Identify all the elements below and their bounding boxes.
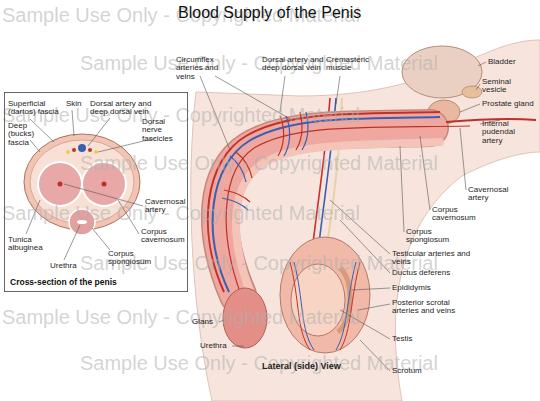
part-label: Cavernosal artery [145, 198, 185, 215]
part-label: Dorsal artery and deep dorsal vein [262, 56, 324, 73]
part-label: Cremasteric muscle [326, 56, 372, 73]
part-label: Bladder [488, 58, 516, 66]
part-label: Posterior scrotal arteries and veins [392, 299, 466, 316]
part-label: Corpus cavernosum [432, 206, 486, 223]
part-label: Corpus cavernosum [141, 228, 185, 245]
watermark: Sample Use Only - Copyrighted Material [80, 152, 438, 175]
part-label: Epididymis [392, 284, 431, 292]
part-label: Scrotum [392, 367, 422, 375]
part-label: Glans [192, 318, 213, 326]
part-label: Circumflex arteries and veins [176, 56, 238, 81]
part-label: Ductus deferens [392, 269, 450, 277]
part-label: Deep (bucks) fascia [8, 122, 46, 147]
part-label: Corpus spongiosum [406, 228, 460, 245]
part-label: Corpus spongiosum [108, 250, 152, 267]
part-label: Testis [392, 335, 412, 343]
part-label: Tunica albuginea [8, 236, 46, 253]
part-label: Internal pudendal artery [482, 120, 536, 145]
part-label: Dorsal nerve fascicles [142, 118, 184, 143]
part-label: Superficial (dartos) fascia [8, 100, 64, 117]
part-label: Urethra [200, 342, 227, 350]
watermark: Sample Use Only - Copyrighted Material [80, 352, 438, 375]
cavernosal-artery-dot [58, 182, 63, 187]
view-title: Lateral (side) View [262, 362, 341, 371]
cavernosal-artery-dot [102, 182, 107, 187]
corpus-cavernosum-left [38, 162, 82, 206]
dorsal-artery-dot [72, 148, 76, 152]
watermark: Sample Use Only - Copyrighted Material [2, 306, 360, 329]
part-label: Cavernosal artery [468, 186, 518, 203]
inset-caption: Cross-section of the penis [10, 277, 117, 287]
nerve-dot [66, 150, 70, 154]
part-label: Urethra [50, 262, 77, 270]
diagram-title: Blood Supply of the Penis [178, 4, 361, 22]
part-label: Testicular arteries and veins [392, 250, 478, 267]
part-label: Dorsal artery and deep dorsal vein [90, 100, 160, 117]
part-label: Prostate gland [482, 100, 534, 108]
watermark: Sample Use Only - Copyrighted Material [80, 52, 438, 75]
deep-dorsal-vein-dot [78, 144, 86, 152]
part-label: Seminal vesicle [482, 78, 534, 95]
part-label: Skin [66, 100, 82, 108]
dorsal-artery-dot [88, 148, 92, 152]
seminal-vesicle [462, 86, 482, 98]
